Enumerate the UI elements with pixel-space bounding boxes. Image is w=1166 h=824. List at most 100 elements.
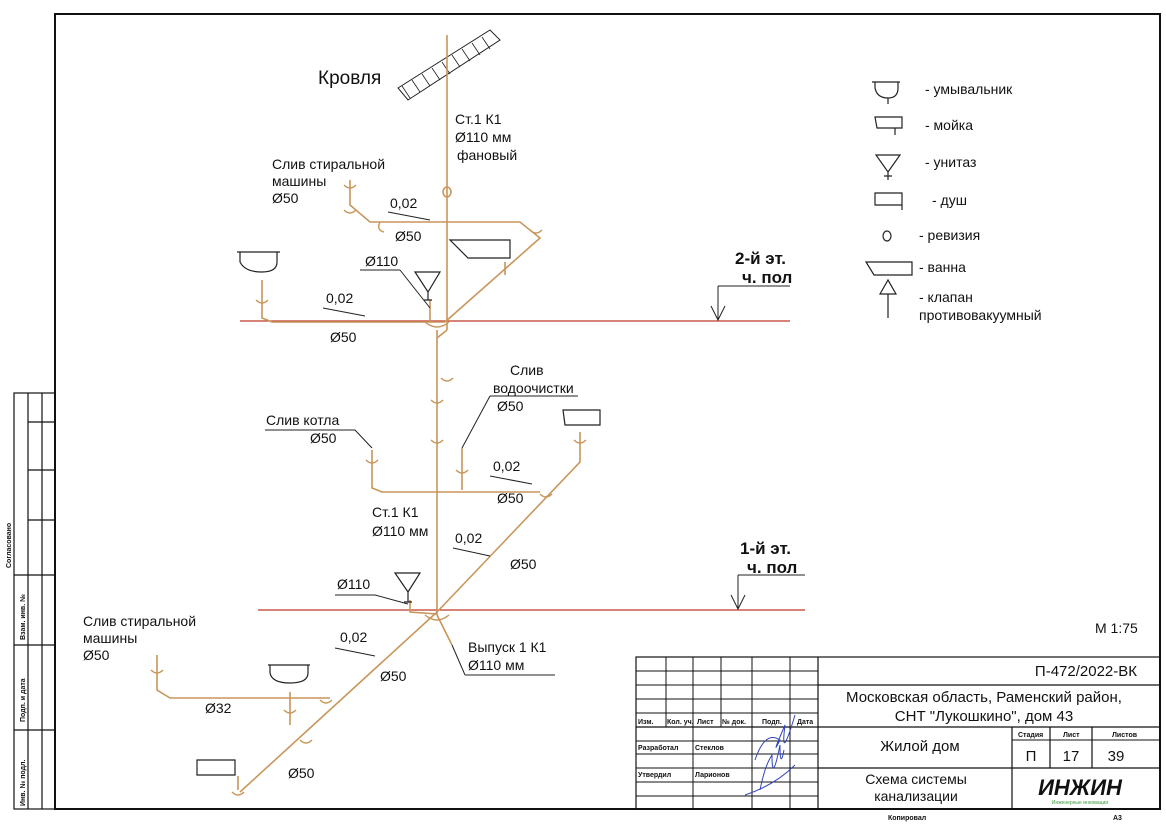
- company-logo: ИНЖИН: [1038, 775, 1123, 800]
- leaders: [265, 211, 578, 676]
- washbasin-icon: [872, 81, 900, 104]
- title_block-stage-text: П: [1026, 748, 1037, 765]
- legend-6-label2-text: противовакуумный: [919, 307, 1042, 323]
- drawing-water_treat-2-text: Ø50: [497, 398, 524, 414]
- pipe-network: [150, 35, 587, 796]
- title_block-sheets_header-text: Листов: [1112, 732, 1138, 739]
- drawing-f1_d50_a-text: Ø50: [497, 490, 524, 506]
- drawing-f2_d110-text: Ø110: [365, 253, 398, 269]
- drawing-f1_washer-0-text: Слив стиральной: [83, 613, 196, 629]
- drawing-floor2-line2-text: ч. пол: [742, 268, 792, 287]
- drawing-f2_washer-0-text: Слив стиральной: [272, 156, 385, 172]
- legend-2-label-text: - унитаз: [925, 154, 976, 170]
- title_block-title1-text: Схема системы: [865, 771, 967, 787]
- pipe-f2-sink: [261, 280, 445, 323]
- legend: - умывальник - мойка - унитаз - душ - ре…: [864, 81, 1042, 323]
- drawing-f2_washer-1-text: машины: [272, 173, 326, 189]
- washbasin-f2: [237, 251, 280, 273]
- title_block-headers-3-text: № док.: [722, 718, 746, 726]
- floor2-mark: 2-й эт. ч. пол: [710, 249, 792, 322]
- labels: Ст.1 К1 Ø110 мм фановый Слив стиральной …: [83, 111, 1138, 781]
- legend-4-label-text: - ревизия: [919, 227, 980, 243]
- roof-hatch: [397, 29, 501, 101]
- drawing-f2_washer-2-text: Ø50: [272, 190, 299, 206]
- title_block-headers-5-text: Дата: [797, 719, 813, 726]
- title_block-address1-text: Московская область, Раменский район,: [846, 689, 1122, 706]
- drawing-water_treat-1-text: водоочистки: [493, 380, 574, 396]
- revision-icon: [882, 230, 892, 242]
- drawing-f1_slope_a-text: 0,02: [493, 458, 520, 474]
- drawing-f1_d32-text: Ø32: [205, 700, 232, 716]
- drawing-f1_slope_c-text: 0,02: [340, 629, 367, 645]
- drawing-floor1-line1-text: 1-й эт.: [740, 539, 791, 558]
- stamp-agreed: Согласовано: [6, 523, 13, 568]
- signature: [744, 714, 796, 796]
- sink-icon: [874, 116, 903, 135]
- pipe-f2-washer: [349, 180, 542, 323]
- drawing-outlet-0-text: Выпуск 1 К1: [468, 639, 547, 655]
- side-stamp: Согласовано Взам. инв. № Подп. и дата Ин…: [6, 392, 56, 810]
- title_block-sheet-text: 17: [1063, 748, 1080, 765]
- drawing-f2_slope_b-text: 0,02: [326, 290, 353, 306]
- drawing-f1_slope_b-text: 0,02: [455, 530, 482, 546]
- drawing-outlet-1-text: Ø110 мм: [468, 657, 524, 673]
- stamp-replace-inv: Взам. инв. №: [19, 594, 27, 640]
- toilet-icon: [874, 154, 902, 180]
- pipe-f1-toilet: [409, 600, 438, 615]
- drawing-boiler-1-text: Ø50: [310, 430, 337, 446]
- legend-0-label-text: - умывальник: [925, 81, 1013, 97]
- legend-6-label-text: - клапан: [919, 289, 973, 305]
- bathtub-icon: [864, 261, 913, 276]
- format-label: А3: [1113, 815, 1122, 822]
- washbasin-f1: [268, 664, 310, 684]
- vacuum-valve-icon: [878, 278, 898, 318]
- pipe-f1-sink: [436, 432, 581, 613]
- drawing-f1_washer-2-text: Ø50: [83, 647, 110, 663]
- shower-f1: [196, 759, 236, 776]
- drawing-f2_d50_b-text: Ø50: [330, 329, 357, 345]
- drawing-riser_mid-1-text: Ø110 мм: [372, 523, 428, 539]
- doc-code: П-472/2022-ВК: [1035, 663, 1137, 680]
- roof-label: Кровля: [318, 68, 381, 89]
- scale-label: М 1:75: [1095, 620, 1138, 636]
- stamp-inv-orig: Инв. № подл.: [19, 759, 27, 806]
- drawing-riser_top-0-text: Ст.1 К1: [455, 111, 502, 127]
- title_block-headers-1-text: Кол. уч.: [667, 719, 694, 726]
- title_block-object-text: Жилой дом: [880, 738, 959, 755]
- drawing-boiler-0-text: Слив котла: [266, 412, 339, 428]
- drawing-riser_mid-0-text: Ст.1 К1: [372, 504, 419, 520]
- drawing-riser_top-2-text: фановый: [457, 147, 517, 163]
- drawing-water_treat-0-text: Слив: [510, 362, 544, 378]
- drawing-f2_slope_a-text: 0,02: [390, 195, 417, 211]
- pipe-f1-washer: [156, 655, 330, 699]
- drawing-f1_washer-1-text: машины: [83, 630, 137, 646]
- title_block-roles-0-name-text: Стеклов: [695, 745, 725, 752]
- stamp-sign-date: Подп. и дата: [20, 678, 27, 722]
- drawing-f1_d50_b-text: Ø50: [510, 556, 537, 572]
- bathtub-f2: [448, 239, 511, 259]
- drawing-f1_d110-text: Ø110: [337, 576, 370, 592]
- drawing-f1_d50_d-text: Ø50: [288, 765, 315, 781]
- pipe-outlet-diagonal: [239, 611, 438, 793]
- legend-3-label-text: - душ: [932, 192, 967, 208]
- title_block-address2-text: СНТ "Лукошкино", дом 43: [895, 708, 1073, 725]
- shower-icon: [874, 192, 903, 210]
- drawing-f1_d50_c-text: Ø50: [380, 668, 407, 684]
- drawing-floor2-line1-text: 2-й эт.: [735, 249, 786, 268]
- title_block-roles-0-role-text: Разработал: [638, 744, 678, 752]
- title_block-logo_sub-text: Инженерные инновации: [1052, 800, 1108, 806]
- legend-5-label-text: - ванна: [919, 259, 966, 275]
- title_block-title2-text: канализации: [874, 788, 958, 804]
- legend-1-label-text: - мойка: [925, 117, 973, 133]
- title_block-headers-4-text: Подп.: [762, 719, 782, 726]
- sink-f1: [562, 409, 601, 426]
- title_block-roles-1-role-text: Утвердил: [638, 772, 671, 779]
- title_block-roles-1-name-text: Ларионов: [695, 772, 730, 779]
- title_block-sheet_header-text: Лист: [1063, 732, 1080, 739]
- toilet-f1: [393, 572, 422, 603]
- fixtures: [196, 239, 601, 776]
- title_block-headers-0-text: Изм.: [638, 719, 654, 726]
- drawing-riser_top-1-text: Ø110 мм: [455, 129, 511, 145]
- drawing-floor1-line2-text: ч. пол: [747, 558, 797, 577]
